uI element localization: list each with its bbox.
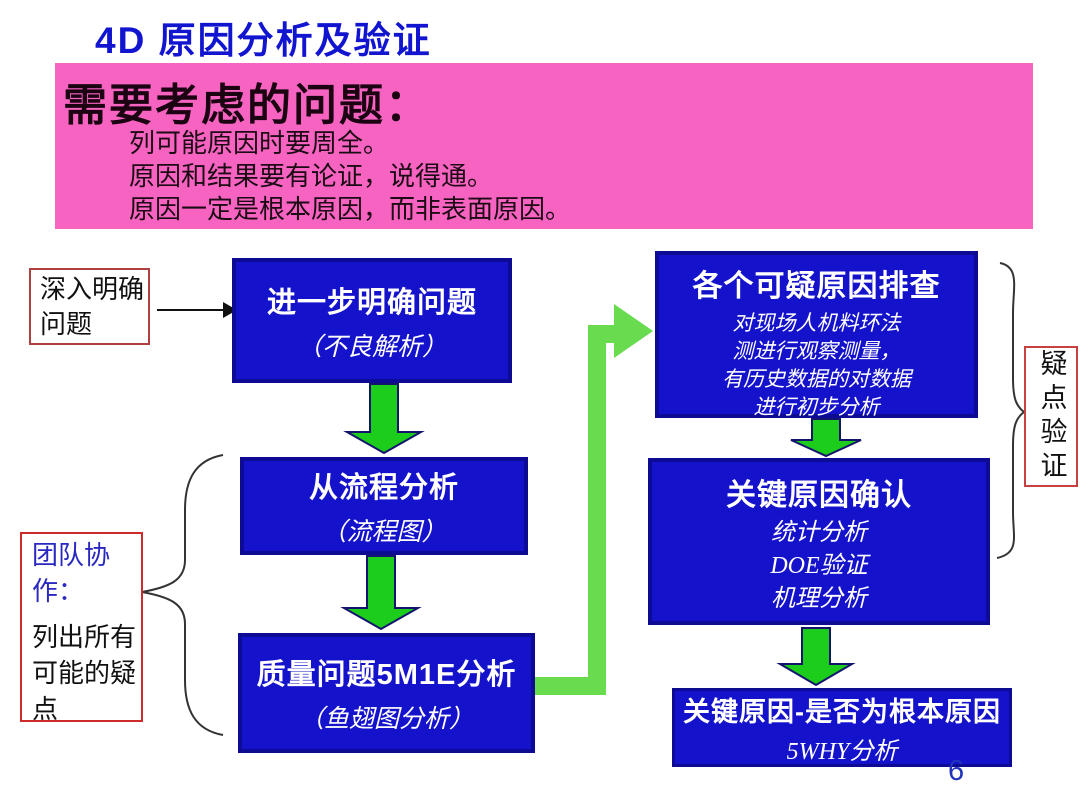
step-suspect-cause-screening: 各个可疑原因排查 对现场人机料环法 测进行观察测量， 有历史数据的对数据 进行初…	[655, 251, 978, 419]
down-arrow-icon	[340, 555, 422, 631]
step-title: 各个可疑原因排查	[692, 270, 941, 303]
down-arrow-icon	[776, 627, 856, 687]
banner-points: 列可能原因时要周全。 原因和结果要有论证，说得通。 原因一定是根本原因，而非表面…	[129, 127, 571, 226]
step-line: 对现场人机料环法	[732, 311, 901, 335]
step-line: 机理分析	[771, 586, 867, 612]
black-arrow	[157, 302, 237, 318]
step-subtitle: （不良解析）	[296, 333, 447, 361]
verify-note: 疑点验证	[1024, 346, 1078, 487]
step-line: 统计分析	[771, 520, 867, 546]
step-line: 测进行观察测量，	[732, 339, 901, 363]
step-root-cause-check: 关键原因-是否为根本原因 5WHY分析	[672, 688, 1012, 767]
team-note-title: 团队协作：	[32, 541, 111, 606]
step-key-cause-confirmation: 关键原因确认 统计分析 DOE验证 机理分析	[648, 458, 990, 625]
verify-note-text: 疑点验证	[1036, 348, 1067, 485]
banner-point: 原因和结果要有论证，说得通。	[129, 162, 494, 191]
slide-title: 4D 原因分析及验证	[95, 20, 432, 61]
step-clarify-problem: 进一步明确问题 （不良解析）	[232, 258, 512, 383]
down-arrow-icon	[343, 383, 425, 455]
step-title: 质量问题5M1E分析	[256, 659, 517, 691]
step-title: 关键原因确认	[726, 479, 912, 512]
page-number: 6	[948, 755, 965, 787]
down-arrow-icon	[790, 418, 862, 458]
considerations-banner: 需要考虑的问题： 列可能原因时要周全。 原因和结果要有论证，说得通。 原因一定是…	[55, 63, 1033, 229]
step-line: DOE验证	[770, 553, 868, 579]
step-subtitle: （流程图）	[321, 519, 447, 546]
elbow-arrow-icon	[533, 304, 653, 695]
banner-heading: 需要考虑的问题：	[63, 81, 431, 130]
banner-point: 原因一定是根本原因，而非表面原因。	[129, 195, 572, 224]
clarify-note-text: 深入明确问题	[40, 275, 145, 339]
team-note-body: 列出所有可能的疑点	[32, 623, 137, 724]
step-title: 进一步明确问题	[266, 286, 477, 319]
right-brace-icon	[996, 262, 1026, 559]
step-process-analysis: 从流程分析 （流程图）	[240, 457, 528, 555]
clarify-note: 深入明确问题	[29, 268, 150, 345]
step-5m1e-analysis: 质量问题5M1E分析 （鱼翅图分析）	[238, 633, 535, 753]
left-brace-icon	[141, 454, 224, 736]
step-line: 进行初步分析	[753, 395, 880, 419]
step-line: 5WHY分析	[786, 738, 898, 765]
step-line: 有历史数据的对数据	[722, 367, 911, 391]
step-title: 关键原因-是否为根本原因	[683, 696, 1001, 727]
banner-point: 列可能原因时要周全。	[129, 129, 390, 158]
step-title: 从流程分析	[308, 472, 459, 504]
step-subtitle: （鱼翅图分析）	[298, 706, 474, 733]
team-note: 团队协作： 列出所有可能的疑点	[20, 532, 143, 724]
